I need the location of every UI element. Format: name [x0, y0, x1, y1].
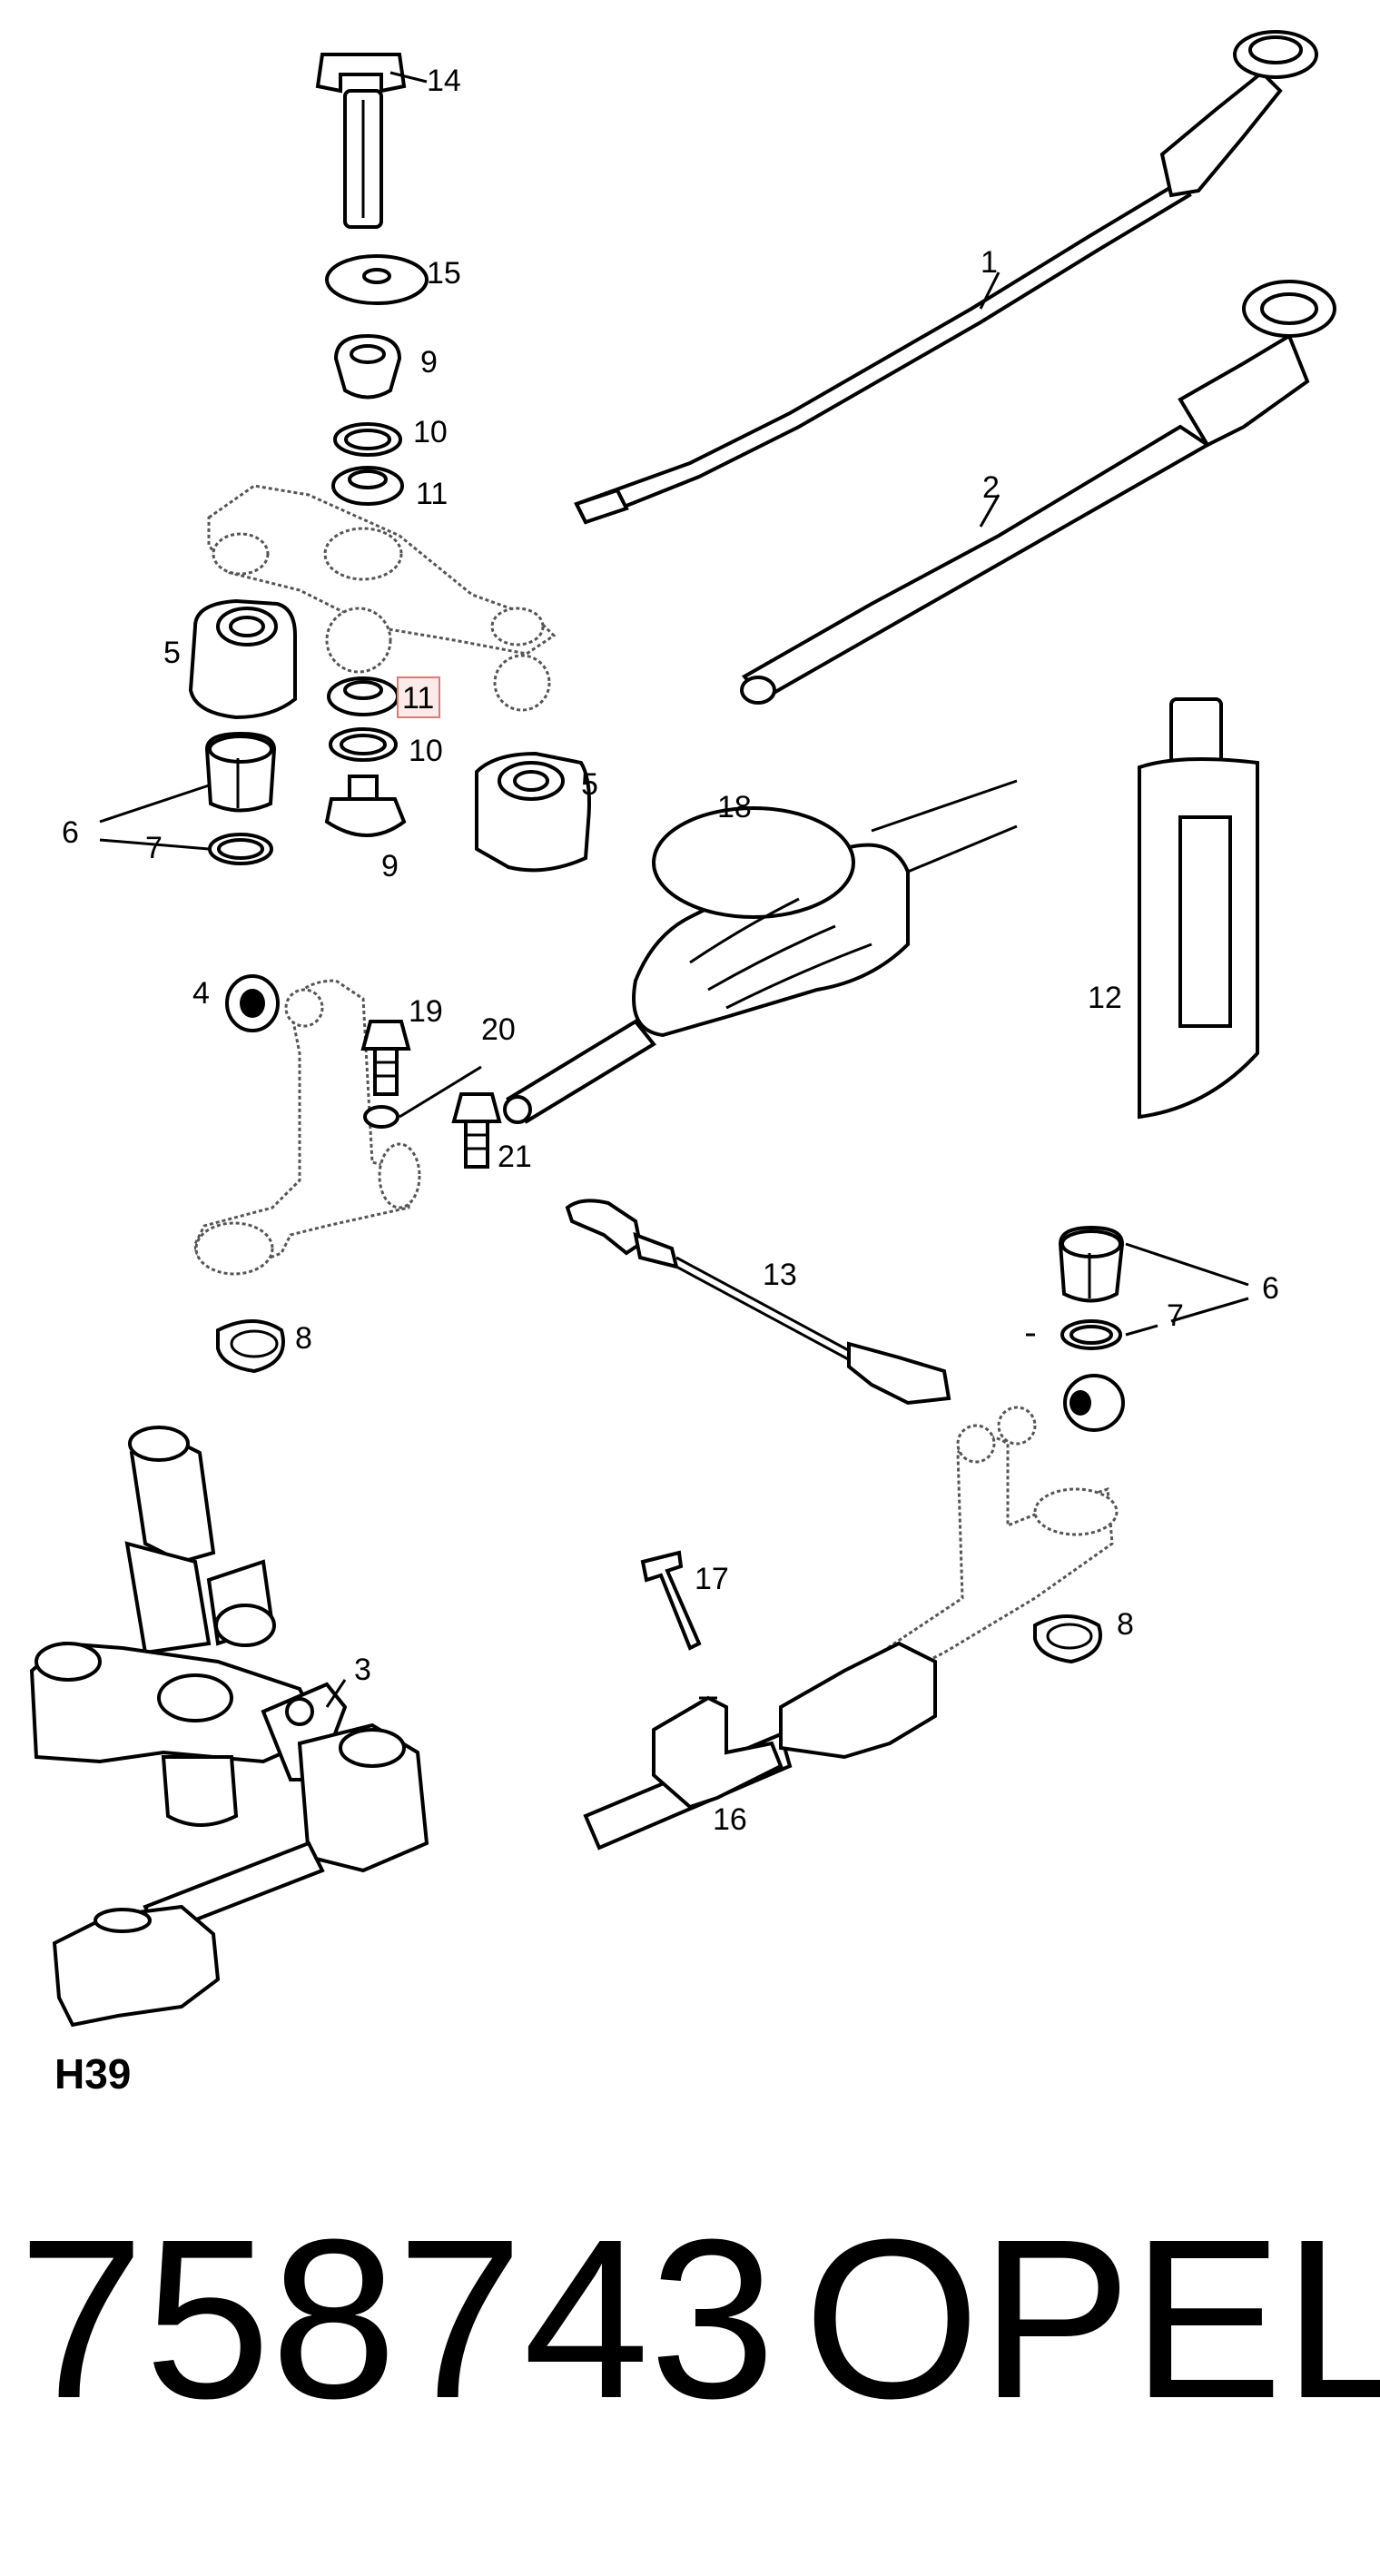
part-7-ring-left	[208, 833, 273, 865]
callout-11-highlighted: 11	[402, 681, 434, 716]
part-6-sleeve-left	[204, 731, 277, 813]
callout-10-mid: 10	[409, 734, 443, 768]
callout-9: 9	[420, 345, 438, 380]
callout-20: 20	[481, 1012, 516, 1047]
callout-10: 10	[413, 415, 448, 449]
part-21-bolt	[451, 1092, 502, 1169]
callout-11: 11	[416, 477, 448, 511]
ghost-lever-assembly	[207, 484, 557, 712]
callout-6-left: 6	[62, 815, 79, 850]
callout-5-left: 5	[163, 636, 181, 670]
callout-7-left: 7	[145, 831, 163, 865]
part-12-grease-tube	[1138, 697, 1259, 1120]
callout-4: 4	[192, 976, 210, 1011]
callout-16: 16	[713, 1802, 747, 1837]
leader-lines	[99, 71, 1249, 1708]
part-4-grommet	[225, 974, 280, 1032]
callout-18: 18	[717, 790, 752, 824]
callout-5-right: 5	[581, 767, 598, 802]
grommet-right	[1063, 1374, 1125, 1432]
part-16-rod-yoke	[583, 1641, 937, 1851]
callout-12: 12	[1088, 981, 1122, 1015]
callout-8-left: 8	[295, 1321, 312, 1356]
callout-2: 2	[982, 470, 1000, 505]
part-8-circlip-right	[1033, 1614, 1102, 1664]
variant-code: H39	[54, 2050, 131, 2097]
callout-19: 19	[409, 994, 443, 1029]
callout-1: 1	[981, 245, 998, 280]
callout-9-bottom: 9	[381, 849, 399, 883]
part-2-rod	[740, 280, 1336, 705]
part-number: 758743	[18, 2192, 775, 2445]
callout-21: 21	[498, 1140, 532, 1174]
part-1-shift-rod	[574, 30, 1318, 525]
part-11-washer-highlighted	[327, 676, 399, 716]
part-14-pin-clip	[315, 53, 407, 229]
part-19-bolt	[360, 1020, 411, 1096]
highlight-box	[397, 676, 440, 718]
ghost-shift-bracket	[193, 979, 421, 1276]
part-10-o-ring-mid	[329, 727, 398, 762]
part-15-washer	[325, 254, 429, 305]
part-13-link-rod	[565, 1199, 951, 1406]
callout-14: 14	[427, 64, 461, 98]
callout-8-right: 8	[1117, 1607, 1134, 1642]
callout-7-right: 7	[1167, 1298, 1184, 1333]
part-9-bushing-top	[333, 333, 402, 400]
part-7-ring-right	[1060, 1319, 1122, 1350]
part-5-boot-right	[475, 751, 591, 873]
callout-15: 15	[427, 256, 461, 291]
part-3-shift-mechanism	[29, 1426, 429, 2028]
brand-name: OPEL	[803, 2192, 1380, 2445]
part-8-circlip-left	[216, 1319, 285, 1374]
part-6-sleeve-right	[1058, 1225, 1125, 1303]
part-10-o-ring-top	[333, 422, 402, 457]
callout-17: 17	[695, 1562, 729, 1596]
callout-3: 3	[354, 1653, 371, 1687]
callout-6-right: 6	[1262, 1271, 1279, 1306]
part-17-pin	[640, 1550, 702, 1651]
part-5-boot-left	[188, 598, 297, 720]
part-9-bushing-bottom	[324, 775, 407, 837]
part-11-washer-top	[331, 466, 404, 506]
part-18-gaiter-boot	[503, 779, 1018, 1124]
callout-13: 13	[763, 1258, 797, 1292]
part-20-ring	[363, 1105, 399, 1129]
